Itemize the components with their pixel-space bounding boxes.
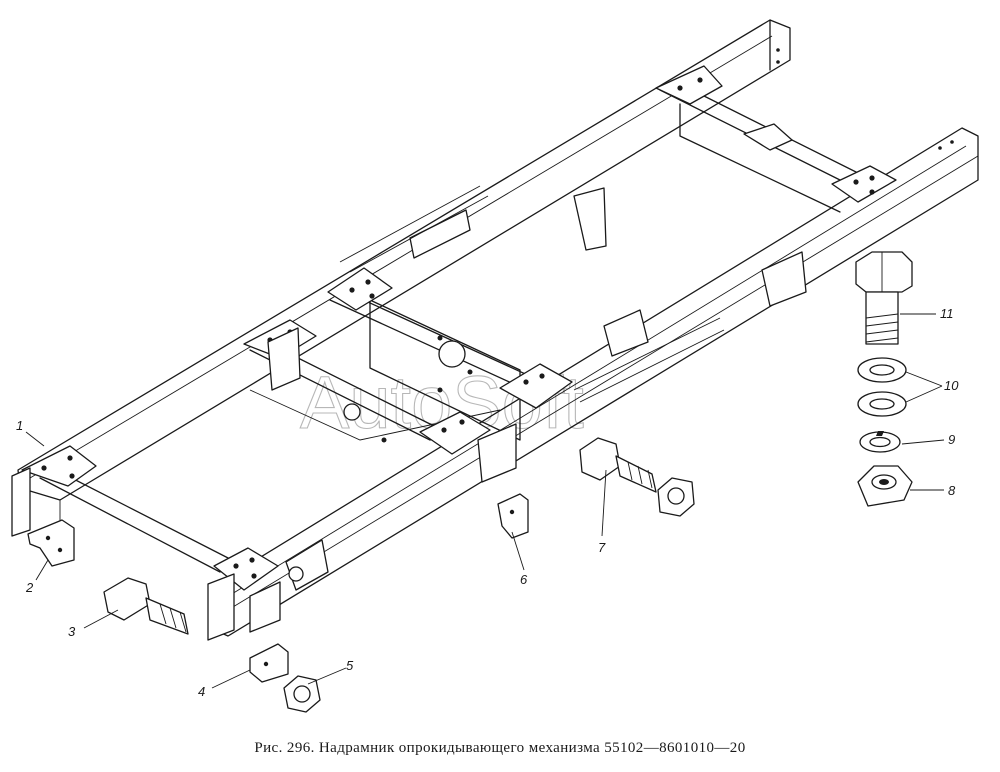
bracket-part-2 [27,519,75,567]
callout-5: 5 [346,658,354,673]
bolt-part-7 [579,437,695,517]
callout-10: 10 [944,378,959,393]
bolt-part-11 [855,251,913,345]
callout-9: 9 [948,432,955,447]
callout-3: 3 [68,624,76,639]
leader-lines [25,313,945,689]
bracket-part-6 [497,493,529,539]
nut-part-8 [857,465,913,507]
callout-7: 7 [598,540,606,555]
subframe-assembly [11,19,979,641]
callout-11: 11 [940,306,954,321]
callout-4: 4 [198,684,205,699]
callout-8: 8 [948,483,956,498]
nut-part-5 [283,675,321,713]
lock-washer-part-9 [859,431,901,453]
callout-1: 1 [16,418,23,433]
washers-part-10 [857,357,907,417]
callout-2: 2 [25,580,34,595]
bolt-part-3 [103,577,189,635]
callout-6: 6 [520,572,528,587]
bracket-part-4 [249,643,289,683]
figure-caption: Рис. 296. Надрамник опрокидывающего меха… [254,740,746,756]
